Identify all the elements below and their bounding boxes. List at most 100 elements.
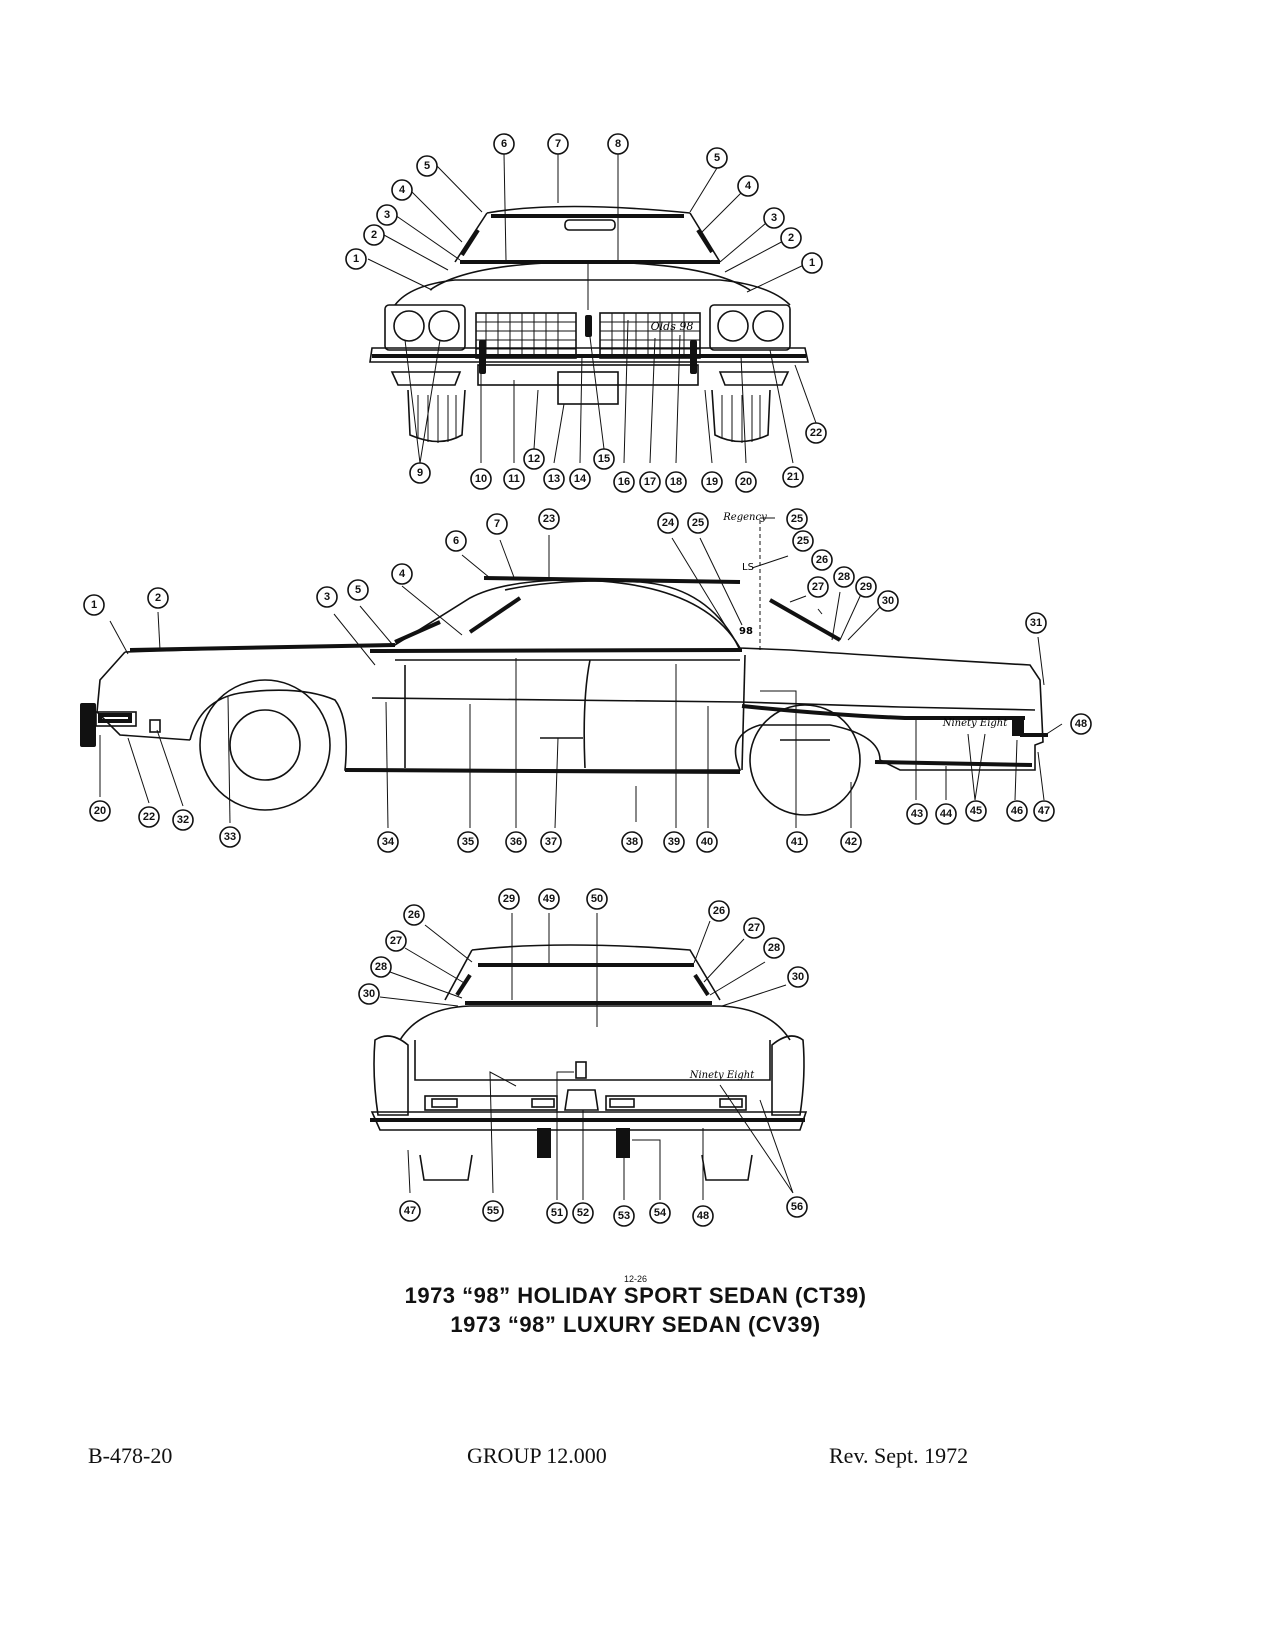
callout-number: 42 [845, 836, 857, 848]
footer-group: GROUP 12.000 [467, 1443, 607, 1468]
callout-number: 50 [591, 893, 603, 905]
callout-number: 23 [543, 513, 555, 525]
rear-callout-27: 27 [385, 930, 407, 952]
callout-number: 9 [417, 467, 423, 479]
callout-number: 18 [670, 476, 682, 488]
callout-number: 25 [797, 535, 809, 547]
callout-circle [735, 471, 757, 493]
side-callout-2: 2 [147, 587, 169, 609]
side-callout-26: 26 [811, 549, 833, 571]
side-callout-41: 41 [786, 831, 808, 853]
callout-number: 7 [494, 518, 500, 530]
rear-callout-55: 55 [482, 1200, 504, 1222]
front-view: Olds 98 [367, 153, 817, 464]
callout-circle [786, 831, 808, 853]
front-callout-20: 20 [735, 471, 757, 493]
front-callout-22: 22 [805, 422, 827, 444]
callout-circle [649, 1202, 671, 1224]
callout-number: 45 [970, 805, 982, 817]
side-callout-30: 30 [877, 590, 899, 612]
title-line-2: 1973 “98” LUXURY SEDAN (CV39) [450, 1312, 821, 1337]
callout-number: 54 [654, 1207, 667, 1219]
side-callout-4: 4 [391, 563, 413, 585]
front-callout-7: 7 [547, 133, 569, 155]
rear-ninety-eight-script: Ninety Eight [689, 1070, 755, 1081]
callout-number: 24 [662, 517, 675, 529]
callout-number: 6 [501, 138, 507, 150]
callout-circle [345, 248, 367, 270]
callout-number: 20 [94, 805, 106, 817]
callout-number: 55 [487, 1205, 499, 1217]
callout-circle [613, 471, 635, 493]
callout-number: 51 [551, 1207, 563, 1219]
callout-number: 6 [453, 535, 459, 547]
callout-circle [493, 133, 515, 155]
callout-circle [147, 587, 169, 609]
callout-number: 14 [574, 473, 587, 485]
front-callout-4: 4 [391, 179, 413, 201]
callout-circle [855, 576, 877, 598]
callout-number: 36 [510, 836, 522, 848]
front-callout-8: 8 [607, 133, 629, 155]
callout-number: 5 [714, 152, 720, 164]
callout-number: 2 [788, 232, 794, 244]
callout-circle [763, 937, 785, 959]
callout-number: 30 [882, 595, 894, 607]
callout-number: 1 [809, 257, 815, 269]
callout-circle [786, 508, 808, 530]
front-callout-2: 2 [780, 227, 802, 249]
callout-circle [138, 806, 160, 828]
callout-number: 43 [911, 808, 923, 820]
callout-circle [782, 466, 804, 488]
callout-number: 3 [324, 591, 330, 603]
callout-number: 11 [508, 473, 520, 485]
rear-callout-49: 49 [538, 888, 560, 910]
callout-number: 49 [543, 893, 555, 905]
callout-number: 48 [1075, 718, 1087, 730]
callout-number: 22 [143, 811, 155, 823]
front-callout-3: 3 [376, 204, 398, 226]
callout-number: 7 [555, 138, 561, 150]
callout-number: 46 [1011, 805, 1023, 817]
callout-circle [445, 530, 467, 552]
callout-circle [370, 956, 392, 978]
callout-number: 47 [404, 1205, 416, 1217]
callout-number: 1 [353, 253, 359, 265]
callout-circle [457, 831, 479, 853]
callout-number: 5 [355, 584, 361, 596]
callout-circle [391, 179, 413, 201]
callout-circle [403, 904, 425, 926]
callout-circle [172, 809, 194, 831]
front-callout-21: 21 [782, 466, 804, 488]
side-callout-31: 31 [1025, 612, 1047, 634]
callout-number: 30 [363, 988, 375, 1000]
side-callout-3: 3 [316, 586, 338, 608]
callout-number: 33 [224, 831, 236, 843]
callout-circle [1025, 612, 1047, 634]
callout-circle [409, 462, 431, 484]
front-callout-19: 19 [701, 471, 723, 493]
callout-number: 20 [740, 476, 752, 488]
callout-circle [801, 252, 823, 274]
regency-script: Regency [722, 512, 767, 523]
callout-circle [613, 1205, 635, 1227]
side-callout-24: 24 [657, 512, 679, 534]
side-callout-47: 47 [1033, 800, 1055, 822]
callout-number: 15 [598, 453, 610, 465]
callout-number: 19 [706, 476, 718, 488]
rear-callout-52: 52 [572, 1202, 594, 1224]
callout-number: 40 [701, 836, 713, 848]
rear-callout-26: 26 [403, 904, 425, 926]
callout-circle [1070, 713, 1092, 735]
callout-circle [787, 966, 809, 988]
front-callout-2: 2 [363, 224, 385, 246]
side-callout-33: 33 [219, 826, 241, 848]
callout-circle [743, 917, 765, 939]
front-callout-5: 5 [416, 155, 438, 177]
callout-circle [377, 831, 399, 853]
callout-number: 25 [791, 513, 803, 525]
callout-number: 52 [577, 1207, 589, 1219]
callout-number: 8 [615, 138, 621, 150]
